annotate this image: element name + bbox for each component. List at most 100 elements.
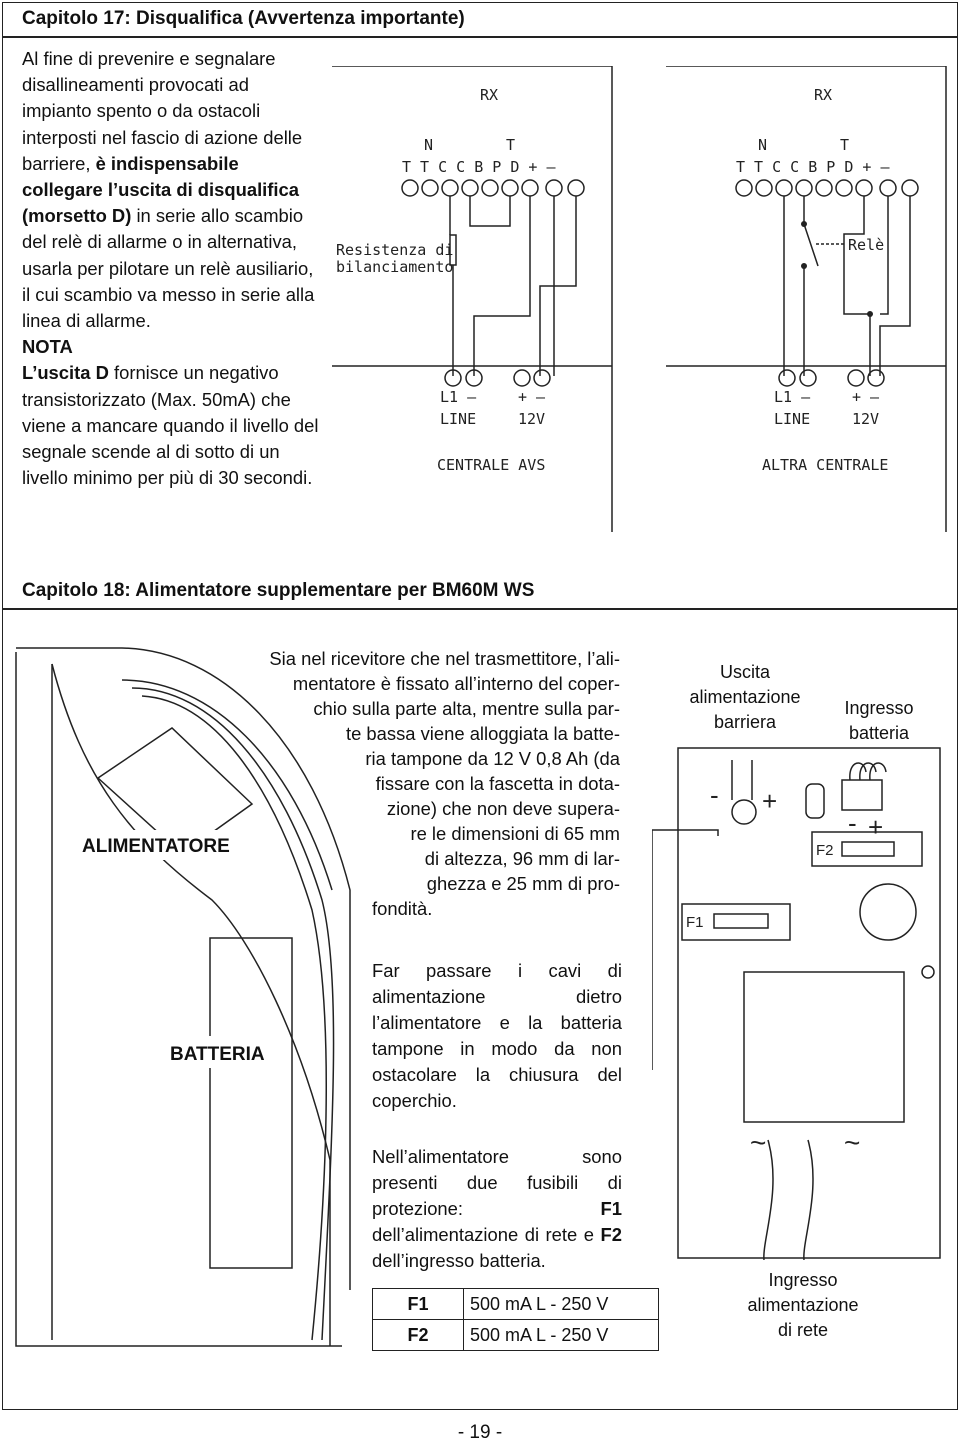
fuse-name: F1	[372, 1288, 464, 1320]
board-minus-1: -	[710, 780, 719, 810]
para1-line: re le dimensioni di 65 mm	[410, 823, 620, 844]
para2-text: Far passare i cavi di alimentazione diet…	[372, 960, 622, 1111]
para1-line: ghezza e 25 mm di pro-	[426, 873, 620, 894]
fuse-name: F2	[372, 1319, 464, 1351]
chapter-18-para-2: Far passare i cavi di alimentazione diet…	[372, 958, 622, 1114]
power-supply-board: - + - + F2 F1 ~ ~	[652, 747, 941, 1260]
label-n: N	[424, 136, 433, 154]
resistor-label-1: Resistenza di	[336, 241, 453, 259]
capacitor	[805, 783, 825, 819]
plus-minus-label: + —	[852, 388, 880, 406]
12v-label: 12V	[852, 410, 879, 428]
relay-contact	[803, 223, 819, 267]
chapter-17-title: Capitolo 17: Disqualifica (Avvertenza im…	[22, 8, 465, 29]
wire-minus	[539, 196, 577, 376]
relay-node-3	[867, 311, 873, 317]
ingresso-rete-line: alimentazione	[747, 1295, 859, 1315]
rx-label: RX	[814, 86, 832, 104]
fuse-f1	[713, 913, 769, 929]
cable-2	[131, 687, 335, 1341]
enclosure-drawing: ALIMENTATORE BATTERIA	[15, 647, 351, 1347]
uscita-label: Uscita alimentazione barriera	[670, 660, 820, 735]
para1-line: ria tampone da 12 V 0,8 Ah (da	[365, 748, 620, 769]
board-f1-label: F1	[686, 914, 704, 931]
table-row: F2 500 mA L - 250 V	[372, 1319, 659, 1351]
cable-1	[121, 679, 333, 891]
transformer	[743, 971, 905, 1123]
wire-d-to-l1	[473, 196, 531, 376]
centrale-terminal-strip	[778, 369, 885, 387]
line-label: LINE	[774, 410, 810, 428]
chapter-18-rule	[2, 608, 958, 610]
wire-cb	[469, 196, 511, 227]
label-t: T	[840, 136, 849, 154]
uscita-line: barriera	[713, 712, 777, 732]
line-label: LINE	[440, 410, 476, 428]
para3-text-2: dell’alimentazione di rete e	[372, 1224, 601, 1245]
fuse-holder-f2	[811, 831, 923, 867]
l1-label: L1 —	[774, 388, 811, 406]
centrale-avs-caption: CENTRALE AVS	[437, 456, 545, 474]
ingresso-batteria-line: Ingresso	[844, 698, 914, 718]
mount-hole	[921, 965, 935, 979]
para1-line: zione) che non deve supera-	[386, 798, 620, 819]
output-cable	[652, 829, 719, 1070]
trimmer	[859, 883, 917, 941]
chapter-17-intro: Al fine di prevenire e segnalare disalli…	[22, 46, 322, 334]
cover-inner	[51, 663, 331, 1346]
battery-block	[209, 937, 293, 1269]
relay-node-1	[801, 221, 807, 227]
para1-line: fondità.	[372, 898, 433, 919]
rx-terminal-strip	[735, 179, 919, 197]
nota-bold: L’uscita D	[22, 362, 109, 384]
fuse-rating: 500 mA L - 250 V	[463, 1288, 659, 1320]
terminal-labels: T T C C B P D + —	[736, 158, 890, 176]
chapter-17-text: Al fine di prevenire e segnalare disalli…	[22, 46, 322, 491]
chapter-18-title: Capitolo 18: Alimentatore supplementare …	[22, 580, 535, 601]
12v-label: 12V	[518, 410, 545, 428]
rele-label: Relè	[848, 236, 884, 254]
led	[731, 799, 757, 825]
chapter-18-para-1: Sia nel ricevitore che nel trasmettitore…	[186, 646, 620, 921]
page-number: - 19 -	[457, 1422, 503, 1443]
label-n: N	[758, 136, 767, 154]
fuse-rating: 500 mA L - 250 V	[463, 1319, 659, 1351]
alimentatore-label: ALIMENTATORE	[82, 836, 230, 857]
fuse-holder-f1	[681, 903, 791, 941]
board-plus-1: +	[762, 786, 777, 816]
battery-terminal-block	[841, 779, 883, 811]
wiring-diagram-altra-centrale: RX N T T T C C B P D + — Relè L1 — LINE …	[666, 66, 947, 532]
cover-base	[15, 652, 342, 1347]
ingresso-batteria-line: batteria	[848, 723, 910, 743]
tilde-2: ~	[844, 1127, 860, 1158]
title-rule	[2, 36, 958, 38]
nota-heading: NOTA	[22, 336, 73, 358]
fuse-table: F1 500 mA L - 250 V F2 500 mA L - 250 V	[372, 1288, 659, 1351]
chapter-18-para-3: Nell’alimentatore sono presenti due fusi…	[372, 1144, 622, 1274]
cable-3	[141, 695, 328, 1341]
wiring-diagram-centrale-avs: RX N T T T C C B P D + — Resistenza di b…	[332, 66, 613, 532]
battery-leads	[849, 762, 887, 781]
ingresso-rete-line: di rete	[777, 1320, 829, 1340]
cover-outer	[16, 647, 351, 1290]
ingresso-rete-line: Ingresso	[768, 1270, 838, 1290]
para3-text: Nell’alimentatore sono presenti due fusi…	[372, 1146, 622, 1219]
ingresso-rete-label: Ingresso alimentazione di rete	[728, 1268, 878, 1343]
para1-line: mentatore è fissato all’interno del cope…	[292, 673, 620, 694]
altra-centrale-caption: ALTRA CENTRALE	[762, 456, 888, 474]
l1-label: L1 —	[440, 388, 477, 406]
board-minus-2: -	[848, 808, 857, 838]
para1-line: Sia nel ricevitore che nel trasmettitore…	[269, 648, 620, 669]
para1-line: di altezza, 96 mm di lar-	[424, 848, 620, 869]
batteria-label: BATTERIA	[170, 1044, 265, 1065]
rx-label: RX	[480, 86, 498, 104]
label-t: T	[506, 136, 515, 154]
board-outline	[677, 747, 941, 1259]
uscita-line: Uscita	[719, 662, 770, 682]
page-frame	[2, 2, 958, 1410]
relay-node-2	[801, 263, 807, 269]
label-bg	[88, 830, 268, 860]
rx-box-outline	[666, 66, 947, 532]
batteria-label-bg	[168, 1036, 280, 1068]
para3-f2: F2	[600, 1224, 622, 1245]
